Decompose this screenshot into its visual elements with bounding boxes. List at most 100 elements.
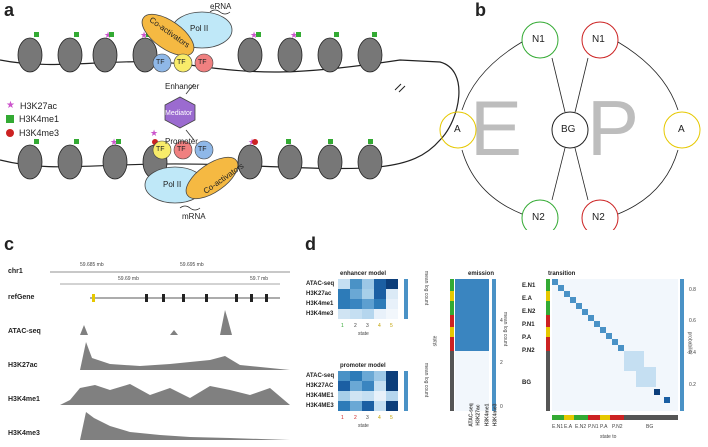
mediator-hexagon [164, 96, 196, 129]
node-p-a [663, 111, 701, 149]
pm-xlabel: state [358, 423, 369, 429]
em-cbar-tick-0: 0 [500, 404, 503, 410]
tr-col-1: E.N1 [552, 424, 564, 430]
tr-row-5: P.A [522, 335, 532, 341]
panel-a-diagram: ★ ★ ★ ★ ★ ★ ★ [0, 9, 460, 211]
track-h3k4me1: H3K4me1 [8, 396, 40, 403]
h3k4me3-track [60, 412, 290, 440]
pm-state-3: 3 [366, 415, 369, 421]
transition-title: transition [548, 271, 576, 277]
panel-b-diagram: E P [439, 21, 701, 230]
tr-col-2: E.A [564, 424, 573, 430]
transitions [461, 41, 679, 215]
svg-text:★: ★ [104, 30, 112, 40]
enhancer-label: Enhancer [165, 82, 200, 91]
node-e-n1 [521, 21, 559, 59]
b-n1-right: N1 [592, 34, 605, 45]
coord-4: 59.7 mb [250, 276, 269, 282]
circle-icon [6, 129, 14, 137]
em-cbar-label: mean log count [502, 311, 509, 347]
legend-label: H3K4me1 [19, 114, 60, 124]
mediator-label: Mediator [165, 110, 193, 117]
em-col-3: H3K4me1 [484, 403, 491, 427]
tr-row-6: P.N2 [522, 348, 535, 354]
pol2-promoter-label: Pol II [163, 180, 182, 189]
h3k4me1-track [60, 384, 290, 405]
em-col-2: H3K27ac [475, 404, 482, 426]
tr-col-3: E.N2 [575, 424, 587, 430]
tr-cbar-tick-2: 0.6 [689, 318, 696, 324]
coactivators-promoter [185, 156, 239, 200]
pm-state-2: 2 [354, 415, 357, 421]
mrna-label: mRNA [182, 212, 206, 221]
em-state-5: 5 [390, 323, 393, 329]
b-n2-right: N2 [592, 212, 605, 223]
legend-label: H3K4me3 [19, 128, 60, 138]
coord-1: 59.685 mb [80, 262, 104, 268]
tr-cbar-label: probability [686, 331, 693, 355]
node-e-n2 [521, 199, 559, 230]
em-row-3: H3K4me1 [306, 301, 334, 307]
tr-col-4: P.N1 [588, 424, 599, 430]
em-col-4: H3K4me3 [492, 403, 499, 427]
b-n1-left: N1 [532, 34, 545, 45]
tr-row-2: E.A [522, 296, 533, 302]
big-letter-e: E [470, 84, 522, 172]
svg-text:★: ★ [290, 30, 298, 40]
b-a-left: A [454, 124, 461, 135]
panel-d-letter: d [305, 234, 316, 254]
em-cbar-tick-2: 2 [500, 360, 503, 366]
chr-label: chr1 [8, 268, 23, 275]
node-p-n1 [581, 21, 619, 59]
svg-text:★: ★ [250, 30, 258, 40]
node-p-n2 [581, 199, 619, 230]
break-mark [394, 83, 406, 93]
tr-col-6: P.N2 [612, 424, 623, 430]
tf-label-6: TF [198, 146, 207, 153]
track-refgene: refGene [8, 294, 35, 301]
em-col-1: ATAC-seq [468, 403, 475, 427]
tr-row-4: P.N1 [522, 322, 535, 328]
node-bg [551, 111, 589, 149]
tf-label-4: TF [156, 146, 165, 153]
coord-3: 59.695 mb [180, 262, 204, 268]
mrna-wiggle [179, 205, 201, 211]
mediator-arrow-down [185, 129, 195, 141]
pm-row-2: H3K27AC [306, 383, 334, 389]
h3k27ac-track [60, 342, 290, 370]
enhancer-heatmap [338, 279, 408, 319]
legend-h3k4me3: H3K4me3 [6, 128, 59, 138]
em-state-3: 3 [366, 323, 369, 329]
enhancer-model-title: enhancer model [340, 271, 387, 277]
top-nucleosomes [17, 37, 383, 73]
pm-state-4: 4 [378, 415, 381, 421]
tr-cbar-tick-1: 0.8 [689, 287, 696, 293]
tr-cbar-tick-3: 0.4 [689, 350, 696, 356]
bottom-histone-marks: ★ ★ ★ [34, 128, 373, 147]
em-state-4: 4 [378, 323, 381, 329]
square-icon [6, 115, 14, 123]
b-bg: BG [561, 124, 576, 135]
tf-label-2: TF [177, 59, 186, 66]
panel-a-letter: a [4, 0, 15, 20]
big-letter-p: P [587, 84, 639, 172]
promoter-label: Promoter [165, 137, 198, 146]
genome-browser [50, 271, 290, 440]
promoter-complex [144, 140, 239, 204]
track-atac: ATAC-seq [8, 328, 41, 335]
panel-c-letter: c [4, 234, 15, 254]
enhancer-complex [141, 11, 233, 73]
svg-text:★: ★ [110, 137, 118, 147]
em-row-1: ATAC-seq [306, 281, 335, 287]
panel-b-letter: b [475, 0, 486, 20]
erna-label: eRNA [210, 2, 232, 11]
track-h3k4me3: H3K4me3 [8, 430, 40, 437]
erna-wiggle [209, 9, 231, 15]
pm-row-4: H3K4ME3 [306, 403, 334, 409]
tr-cbar-tick-4: 0.2 [689, 382, 696, 388]
coactivators-enhancer [141, 13, 195, 57]
promoter-heatmap [338, 371, 408, 411]
tf-label-1: TF [156, 59, 165, 66]
pm-state-1: 1 [341, 415, 344, 421]
pm-cbar: mean log count [423, 362, 430, 398]
